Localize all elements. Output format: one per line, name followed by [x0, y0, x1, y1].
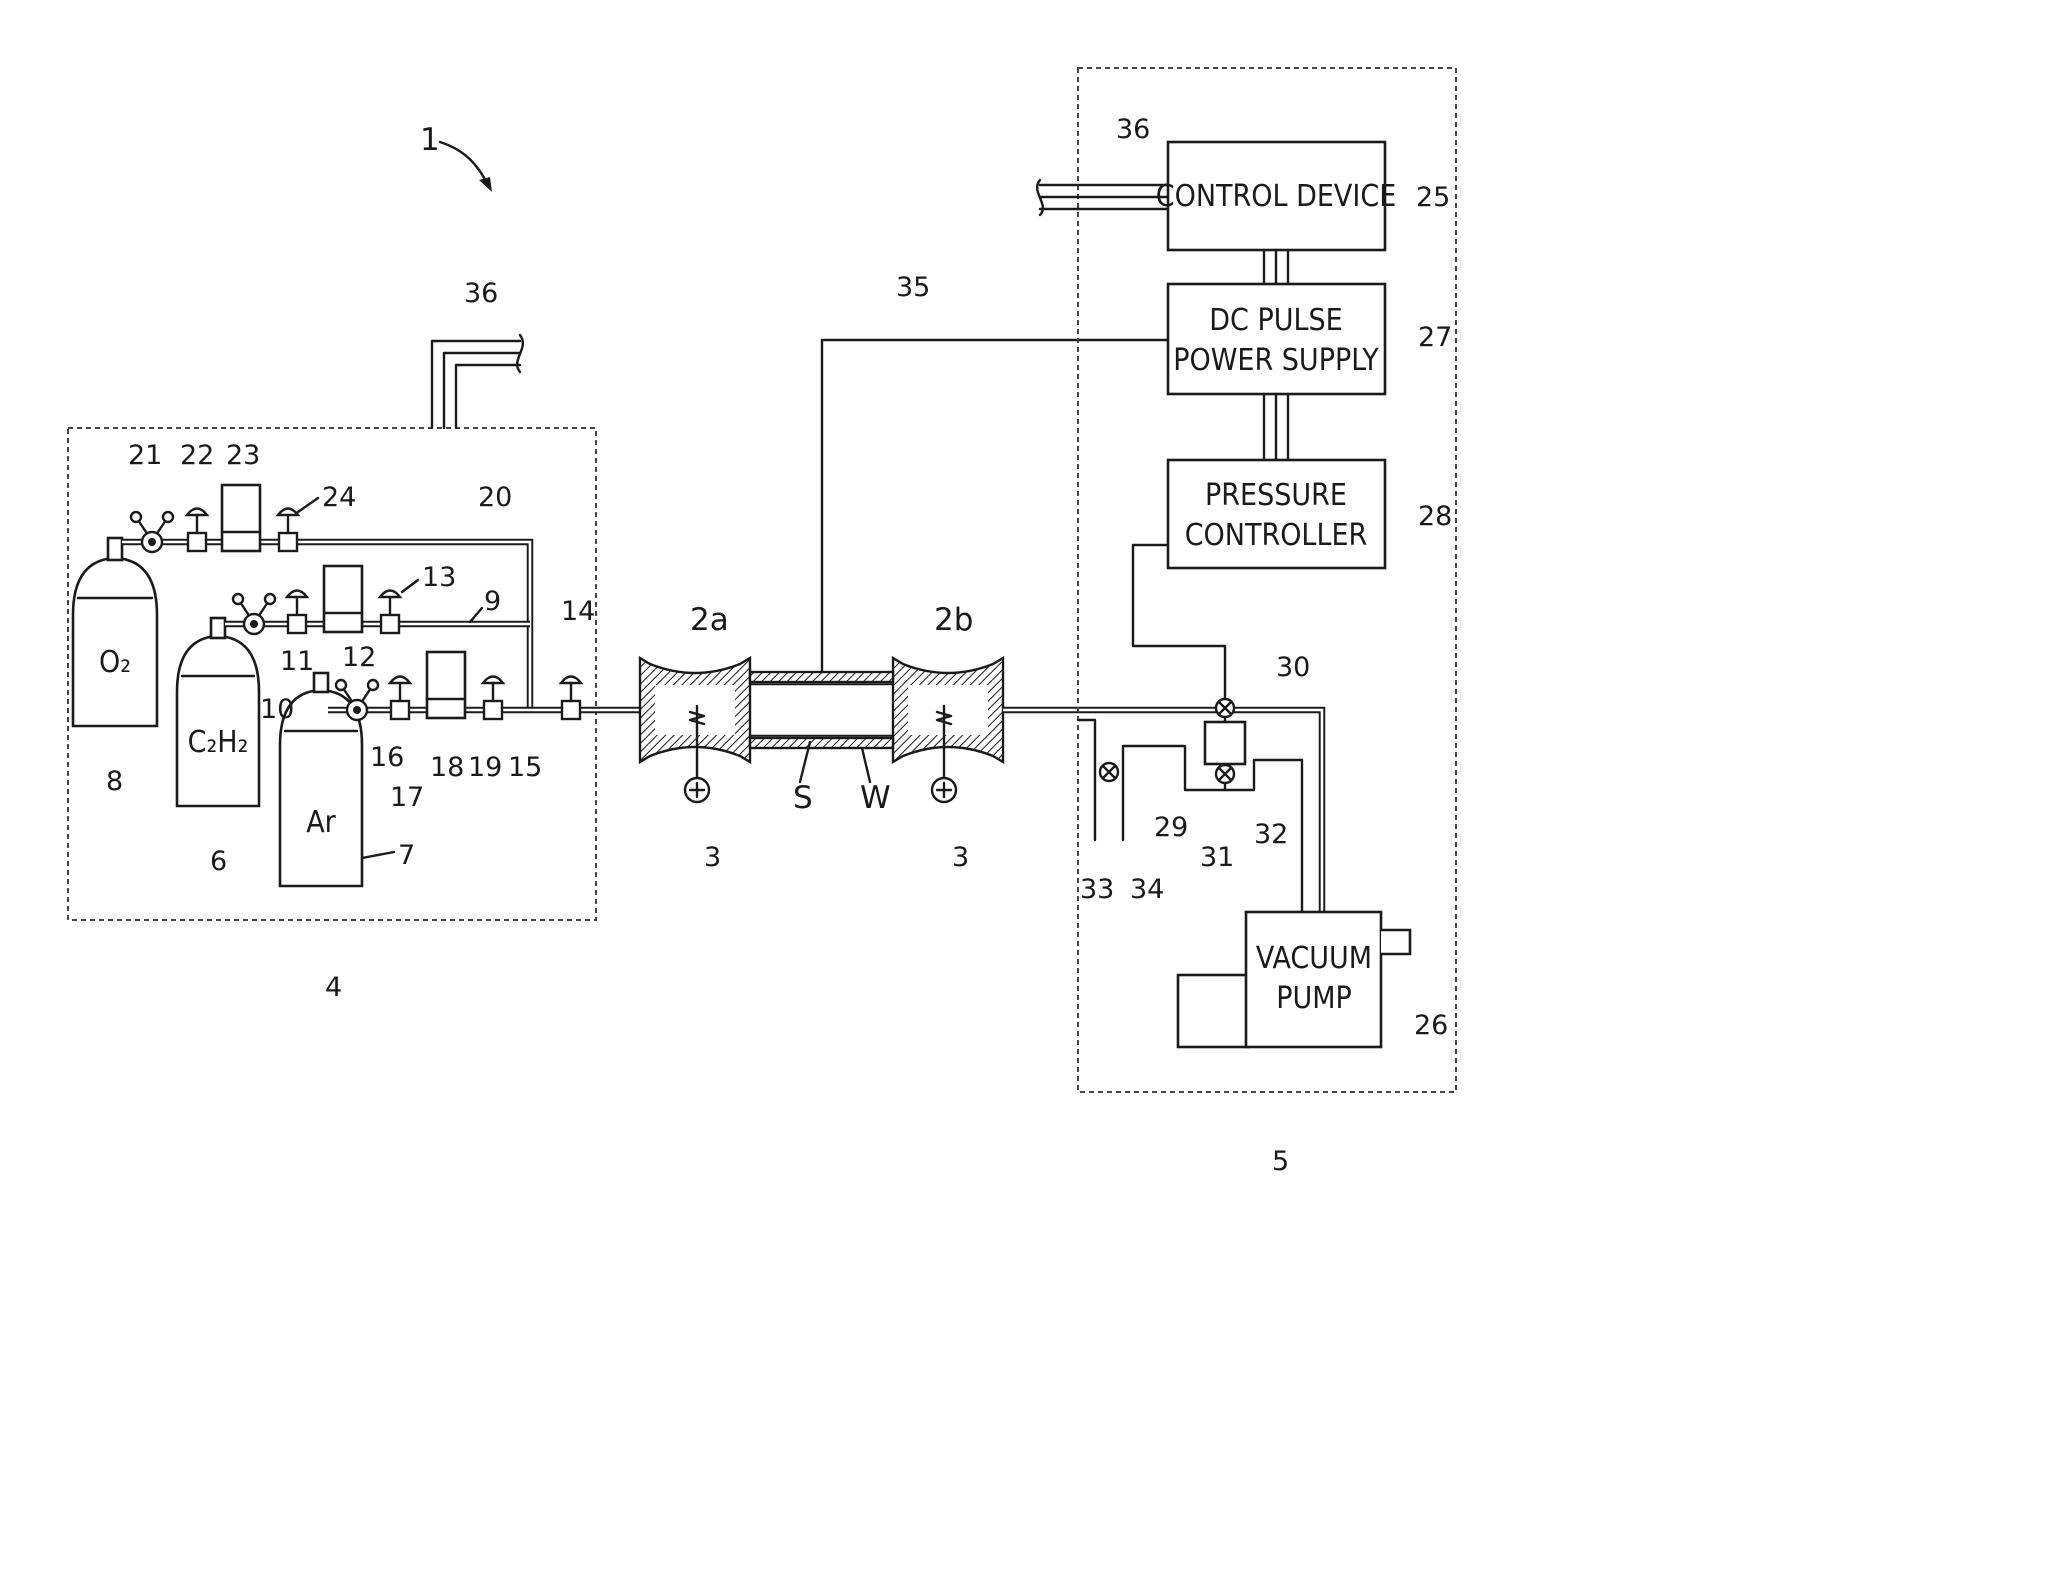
ref-21: 21 [128, 440, 162, 471]
ref-36-right: 36 [1116, 114, 1150, 145]
ref-28: 28 [1418, 501, 1452, 532]
ar-label: Ar [306, 805, 336, 840]
ref-33: 33 [1080, 874, 1114, 905]
ref-35: 35 [896, 272, 930, 303]
ref-9: 9 [484, 586, 501, 617]
valve-32 [1216, 765, 1234, 783]
ref-3-left: 3 [704, 842, 721, 873]
o2-cylinder: O₂ [73, 538, 157, 726]
valve-13 [380, 591, 400, 634]
processing-chamber [640, 658, 1290, 802]
ref-8: 8 [106, 766, 123, 797]
signal-cable-36-right [1037, 180, 1168, 215]
valve-11 [287, 591, 307, 634]
ref-1-arrowhead [479, 177, 492, 192]
control-device-label: CONTROL DEVICE [1156, 179, 1397, 214]
control-device-box: CONTROL DEVICE [1156, 142, 1397, 250]
valve-19 [483, 677, 503, 720]
vacuum-pump: VACUUM PUMP [1178, 912, 1410, 1047]
ref-7: 7 [398, 840, 415, 871]
figure-reference: 1 [420, 122, 492, 192]
ref-36-left: 36 [464, 278, 498, 309]
pressure-label-line2: CONTROLLER [1185, 518, 1368, 553]
ref-27: 27 [1418, 322, 1452, 353]
ref-32: 32 [1254, 819, 1288, 850]
plasma-processing-apparatus-diagram: 1 O₂ C₂H₂ [0, 0, 1549, 1241]
mass-flow-controller-23 [222, 485, 260, 551]
ref-4: 4 [325, 972, 342, 1003]
ref-14: 14 [561, 596, 595, 627]
dc-pulse-label-line1: DC PULSE [1209, 303, 1342, 338]
pressure-label-line1: PRESSURE [1205, 478, 1347, 513]
chamber-label-w: W [860, 780, 891, 816]
leader-9 [470, 608, 482, 622]
ref-16: 16 [370, 742, 404, 773]
ref-15: 15 [508, 752, 542, 783]
ref-24: 24 [322, 482, 356, 513]
valve-24 [278, 509, 298, 552]
ref-12: 12 [342, 642, 376, 673]
exhaust-piping [1078, 710, 1322, 912]
ref-31: 31 [1200, 842, 1234, 873]
ref-13: 13 [422, 562, 456, 593]
ref-17: 17 [390, 782, 424, 813]
chamber-label-2b: 2b [934, 602, 973, 638]
ref-11: 11 [280, 646, 314, 677]
vacuum-pump-label-line2: PUMP [1276, 981, 1352, 1016]
pressure-regulator-10 [233, 594, 275, 634]
ref-19: 19 [468, 752, 502, 783]
dc-pulse-label-line2: POWER SUPPLY [1173, 343, 1379, 378]
pressure-regulator-21 [131, 512, 173, 552]
leader-w [862, 748, 870, 782]
power-line-35 [822, 340, 1168, 672]
vacuum-pump-label-line1: VACUUM [1256, 941, 1372, 976]
ref-6: 6 [210, 846, 227, 877]
leader-7 [362, 852, 394, 858]
ref-25: 25 [1416, 182, 1450, 213]
control-exhaust-unit: CONTROL DEVICE DC PULSE POWER SUPPLY PRE… [1037, 68, 1456, 1092]
signal-cable-36-left [432, 335, 523, 428]
ref-26: 26 [1414, 1010, 1448, 1041]
ref-18: 18 [430, 752, 464, 783]
ref-5: 5 [1272, 1146, 1289, 1177]
o2-label: O₂ [99, 645, 131, 680]
ref-23: 23 [226, 440, 260, 471]
mass-flow-controller-12 [324, 566, 362, 632]
ref-3-right: 3 [952, 842, 969, 873]
chamber-label-2a: 2a [690, 602, 729, 638]
dc-pulse-power-supply-box: DC PULSE POWER SUPPLY [1168, 284, 1385, 394]
main-valve-14 [561, 677, 581, 720]
ref-29: 29 [1154, 812, 1188, 843]
cable-control-to-dc [1264, 250, 1288, 284]
ref-20: 20 [478, 482, 512, 513]
leader-24 [298, 498, 318, 512]
gas-supply-unit: O₂ C₂H₂ Ar [68, 335, 640, 920]
mass-flow-controller-18 [427, 652, 465, 718]
pressure-controller-box: PRESSURE CONTROLLER [1168, 460, 1385, 568]
ref-34: 34 [1130, 874, 1164, 905]
ref-10: 10 [260, 694, 294, 725]
c2h2-label: C₂H₂ [188, 725, 249, 760]
valve-22 [187, 509, 207, 552]
ref-1-arrow [440, 142, 488, 185]
cable-dc-to-pressure [1264, 394, 1288, 460]
ref-30: 30 [1276, 652, 1310, 683]
leader-13 [402, 580, 418, 592]
ref-22: 22 [180, 440, 214, 471]
valve-34 [1100, 763, 1118, 781]
chamber-label-s: S [793, 780, 813, 816]
valve-17 [390, 677, 410, 720]
ref-1: 1 [420, 122, 440, 158]
c2h2-cylinder: C₂H₂ [177, 618, 259, 806]
